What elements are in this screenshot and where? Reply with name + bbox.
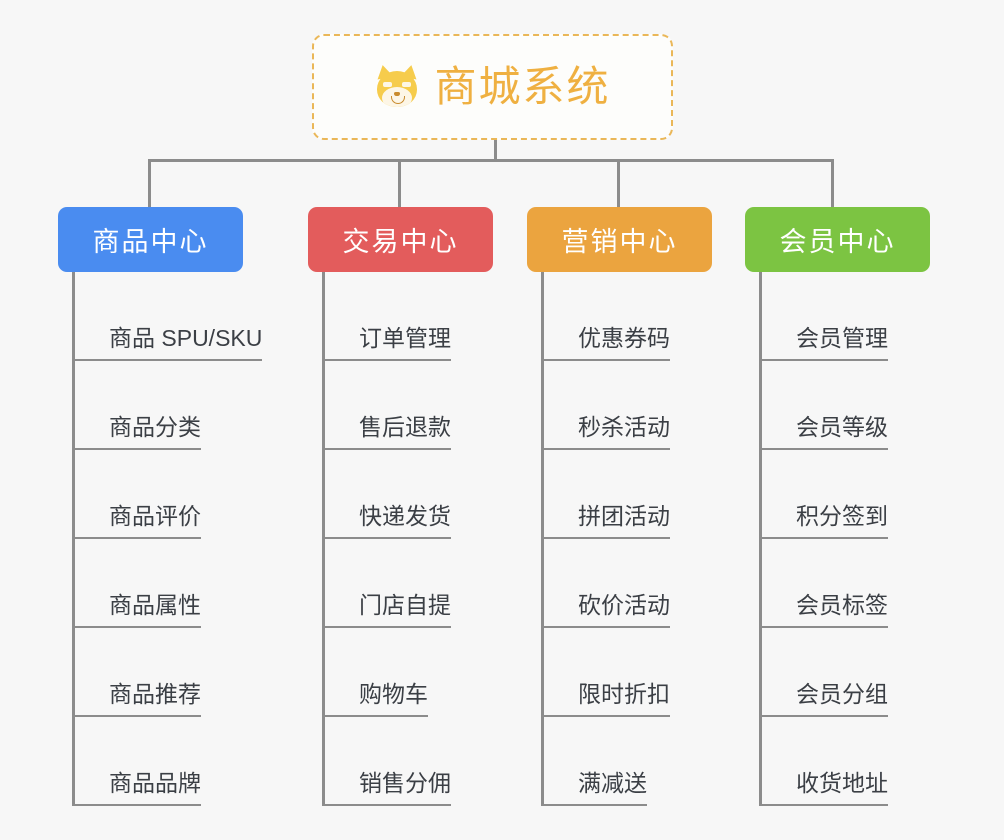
leaf-connector-rule: [75, 537, 109, 539]
branch-items-product-center: 商品 SPU/SKU 商品分类商品评价商品属性商品推荐商品品牌: [72, 272, 263, 806]
leaf-item-label: 优惠券码: [578, 327, 670, 361]
leaf-connector-rule: [75, 804, 109, 806]
branch-items-marketing-center: 优惠券码秒杀活动拼团活动砍价活动限时折扣满减送: [541, 272, 712, 806]
leaf-item-label: 商品 SPU/SKU: [109, 327, 263, 361]
leaf-connector-rule: [762, 626, 796, 628]
leaf-connector-rule: [762, 537, 796, 539]
leaf-item[interactable]: 商品推荐: [75, 628, 262, 717]
leaf-connector-rule: [544, 537, 578, 539]
branch-header-marketing-center[interactable]: 营销中心: [527, 207, 712, 272]
leaf-item-label: 满减送: [578, 772, 647, 806]
connector-horizontal-bus: [148, 159, 834, 162]
leaf-connector-rule: [325, 359, 359, 361]
root-node-title: 商城系统: [434, 63, 611, 110]
root-node-shop-system[interactable]: 商城系统: [312, 34, 673, 140]
leaf-item[interactable]: 拼团活动: [544, 450, 712, 539]
connector-drop-trade-center: [398, 159, 401, 207]
branch-header-label: 交易中心: [342, 227, 459, 257]
leaf-item[interactable]: 会员等级: [762, 361, 930, 450]
leaf-connector-rule: [762, 448, 796, 450]
leaf-item[interactable]: 秒杀活动: [544, 361, 712, 450]
leaf-connector-rule: [75, 715, 109, 717]
leaf-connector-rule: [75, 448, 109, 450]
leaf-item-label: 商品分类: [109, 416, 201, 450]
leaf-item[interactable]: 限时折扣: [544, 628, 712, 717]
branch-header-trade-center[interactable]: 交易中心: [308, 207, 493, 272]
leaf-connector-rule: [325, 804, 359, 806]
leaf-connector-rule: [325, 448, 359, 450]
leaf-item-label: 商品属性: [109, 594, 201, 628]
leaf-item[interactable]: 商品属性: [75, 539, 262, 628]
branch-header-label: 营销中心: [561, 227, 678, 257]
leaf-item[interactable]: 销售分佣: [325, 717, 493, 806]
leaf-connector-rule: [325, 715, 359, 717]
leaf-connector-rule: [75, 626, 109, 628]
leaf-connector-rule: [544, 448, 578, 450]
leaf-item[interactable]: 满减送: [544, 717, 712, 806]
leaf-item-label: 会员分组: [796, 683, 888, 717]
leaf-item[interactable]: 会员标签: [762, 539, 930, 628]
branch-marketing-center: 营销中心优惠券码秒杀活动拼团活动砍价活动限时折扣满减送: [527, 207, 712, 806]
leaf-item-label: 收货地址: [796, 772, 888, 806]
leaf-connector-rule: [75, 359, 109, 361]
leaf-item-label: 商品推荐: [109, 683, 201, 717]
leaf-item[interactable]: 优惠券码: [544, 272, 712, 361]
leaf-item-label: 会员管理: [796, 327, 888, 361]
leaf-item-label: 会员等级: [796, 416, 888, 450]
shiba-dog-face-icon: [374, 63, 420, 110]
leaf-item-label: 销售分佣: [359, 772, 451, 806]
leaf-item[interactable]: 商品评价: [75, 450, 262, 539]
leaf-item[interactable]: 收货地址: [762, 717, 930, 806]
leaf-item-label: 砍价活动: [578, 594, 670, 628]
leaf-item[interactable]: 门店自提: [325, 539, 493, 628]
leaf-item[interactable]: 商品品牌: [75, 717, 262, 806]
leaf-item[interactable]: 商品 SPU/SKU: [75, 272, 263, 361]
leaf-item-label: 订单管理: [359, 327, 451, 361]
leaf-connector-rule: [762, 715, 796, 717]
leaf-connector-rule: [544, 715, 578, 717]
leaf-item-label: 门店自提: [359, 594, 451, 628]
leaf-item[interactable]: 订单管理: [325, 272, 493, 361]
leaf-item[interactable]: 砍价活动: [544, 539, 712, 628]
connector-root-stem: [494, 140, 497, 161]
branch-product-center: 商品中心商品 SPU/SKU 商品分类商品评价商品属性商品推荐商品品牌: [58, 207, 263, 806]
leaf-item-label: 秒杀活动: [578, 416, 670, 450]
leaf-item[interactable]: 快递发货: [325, 450, 493, 539]
leaf-item-label: 快递发货: [359, 505, 451, 539]
branch-items-member-center: 会员管理会员等级积分签到会员标签会员分组收货地址: [759, 272, 930, 806]
leaf-connector-rule: [325, 537, 359, 539]
branch-trade-center: 交易中心订单管理售后退款快递发货门店自提购物车销售分佣: [308, 207, 493, 806]
leaf-connector-rule: [762, 804, 796, 806]
branch-header-label: 商品中心: [92, 227, 209, 257]
leaf-item-label: 拼团活动: [578, 505, 670, 539]
leaf-connector-rule: [325, 626, 359, 628]
branch-header-label: 会员中心: [779, 227, 896, 257]
leaf-item-label: 积分签到: [796, 505, 888, 539]
branch-header-product-center[interactable]: 商品中心: [58, 207, 243, 272]
leaf-item-label: 限时折扣: [578, 683, 670, 717]
leaf-item[interactable]: 会员分组: [762, 628, 930, 717]
leaf-connector-rule: [762, 359, 796, 361]
connector-drop-member-center: [831, 159, 834, 207]
leaf-item[interactable]: 商品分类: [75, 361, 262, 450]
leaf-item-label: 售后退款: [359, 416, 451, 450]
leaf-item[interactable]: 会员管理: [762, 272, 930, 361]
connector-drop-product-center: [148, 159, 151, 207]
leaf-item[interactable]: 售后退款: [325, 361, 493, 450]
branch-member-center: 会员中心会员管理会员等级积分签到会员标签会员分组收货地址: [745, 207, 930, 806]
leaf-connector-rule: [544, 804, 578, 806]
branch-items-trade-center: 订单管理售后退款快递发货门店自提购物车销售分佣: [322, 272, 493, 806]
leaf-item-label: 购物车: [359, 683, 428, 717]
leaf-item-label: 会员标签: [796, 594, 888, 628]
leaf-item[interactable]: 购物车: [325, 628, 493, 717]
leaf-item[interactable]: 积分签到: [762, 450, 930, 539]
leaf-connector-rule: [544, 359, 578, 361]
leaf-connector-rule: [544, 626, 578, 628]
leaf-item-label: 商品评价: [109, 505, 201, 539]
leaf-item-label: 商品品牌: [109, 772, 201, 806]
branch-header-member-center[interactable]: 会员中心: [745, 207, 930, 272]
connector-drop-marketing-center: [617, 159, 620, 207]
